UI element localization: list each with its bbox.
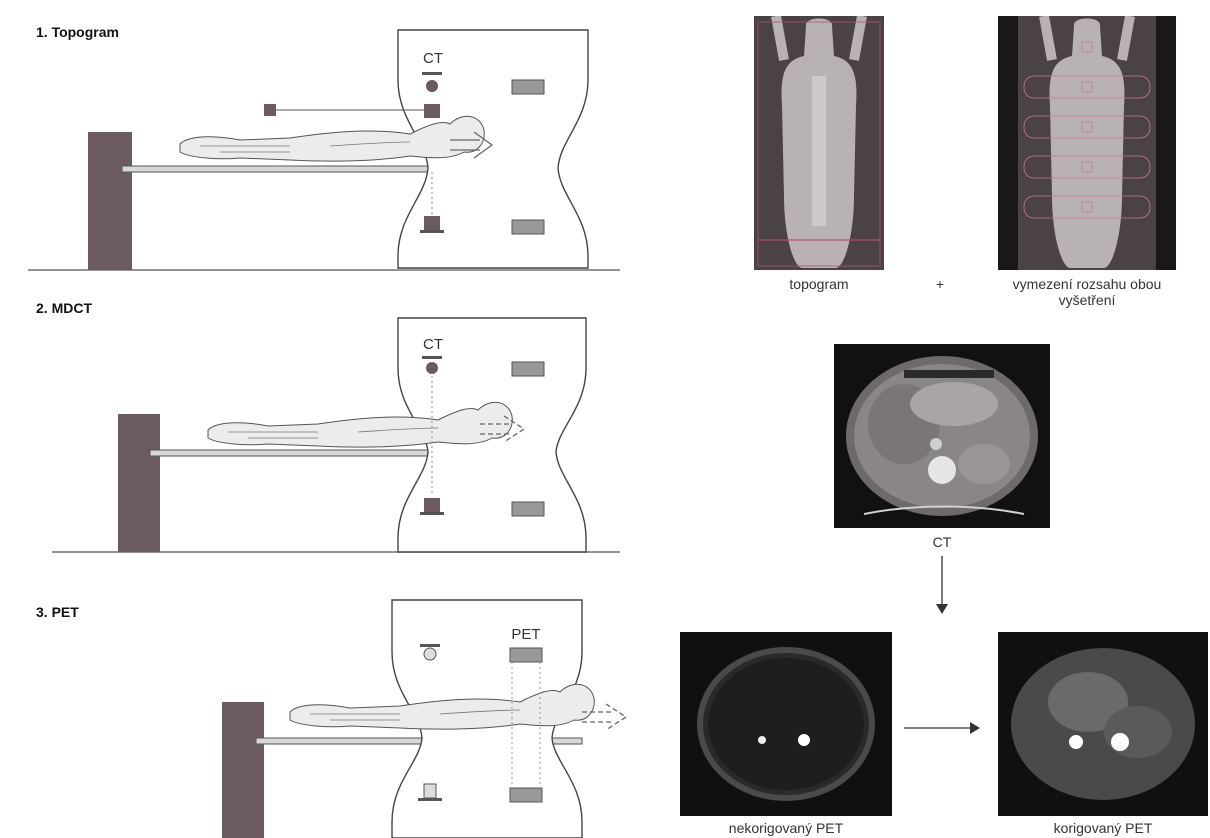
scanner-label-pet: PET: [504, 626, 548, 643]
support-column-2: [118, 414, 160, 552]
down-arrow: [936, 604, 948, 614]
range-caption-line2: vyšetření: [990, 292, 1184, 308]
scanner-schematics: [0, 0, 660, 838]
topogram-schematic: [28, 30, 620, 270]
pet-detector-top: [510, 648, 542, 662]
scanner-label-ct-1: CT: [416, 50, 450, 67]
topogram-image: [754, 16, 884, 270]
support-column-3: [222, 702, 264, 838]
range-definition-image: [998, 16, 1176, 270]
range-caption-line1: vymezení rozsahu obou: [990, 276, 1184, 292]
pet-uncorrected-caption: nekorigovaný PET: [680, 820, 892, 836]
pet-corrected-caption: korigovaný PET: [998, 820, 1208, 836]
pet-uncorrected-image: [680, 632, 892, 816]
pet-detector-bottom: [510, 788, 542, 802]
ct-detector-top-1: [424, 104, 440, 118]
pet-corrected-image: [998, 632, 1208, 816]
pet-schematic: [222, 600, 626, 838]
topogram-caption: topogram: [754, 276, 884, 292]
scanner-label-ct-2: CT: [416, 336, 450, 353]
ct-caption: CT: [924, 534, 960, 550]
plus-sign: +: [930, 276, 950, 292]
mdct-schematic: [52, 318, 620, 552]
support-column-1: [88, 132, 132, 270]
right-arrow: [970, 722, 980, 734]
ct-axial-image: [834, 344, 1050, 528]
